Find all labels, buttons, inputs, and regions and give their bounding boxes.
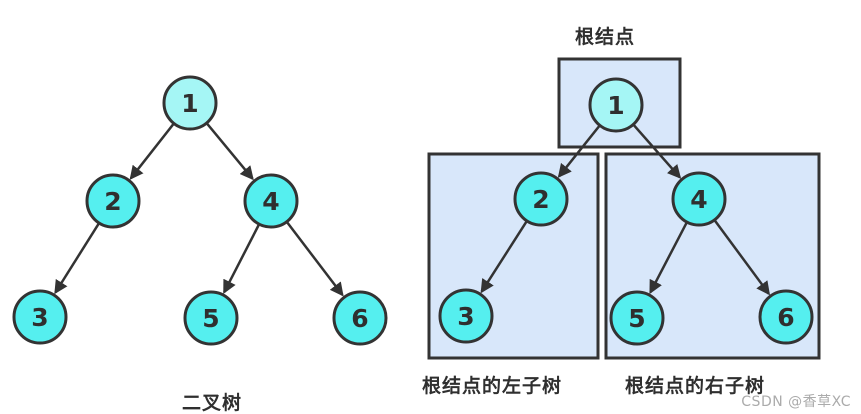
- right-node-5-circle: [609, 290, 665, 346]
- right-node-5-value: 5: [628, 304, 645, 333]
- right-edge-4-6: [713, 219, 771, 296]
- left-tree-edges: [54, 123, 344, 297]
- right-node-6-value: 6: [777, 303, 794, 332]
- right-node-2-value: 2: [532, 185, 549, 214]
- right-node-3-circle: [438, 288, 494, 344]
- right-edge-1-4: [632, 124, 682, 179]
- right-node-1-value: 1: [607, 91, 624, 120]
- left-edge-4-6: [286, 221, 344, 297]
- right-edge-2-3: [480, 221, 528, 294]
- root-node-label: 根结点: [574, 26, 636, 48]
- left-node-4-circle: [243, 173, 299, 229]
- left-node-6-circle: [332, 290, 388, 346]
- left-node-6-value: 6: [351, 304, 368, 333]
- right-node-6-circle: [758, 289, 814, 345]
- csdn-watermark: CSDN @香草XC: [741, 394, 851, 410]
- left-node-1-circle: [162, 75, 218, 131]
- left-edge-1-4: [206, 123, 254, 181]
- left-subtree-label: 根结点的左子树: [421, 375, 563, 397]
- left-tree-nodes: 1 2 4 3 5 6: [12, 75, 388, 346]
- right-node-4-value: 4: [690, 185, 707, 214]
- left-node-4-value: 4: [262, 187, 279, 216]
- right-subtree-label: 根结点的右子树: [624, 375, 766, 397]
- right-node-1-circle: [588, 77, 644, 133]
- right-edge-4-5: [649, 222, 688, 295]
- left-tree-caption: 二叉树: [181, 392, 243, 414]
- left-node-3-value: 3: [31, 303, 48, 332]
- left-edge-4-5: [223, 224, 260, 295]
- left-node-1-value: 1: [181, 89, 198, 118]
- right-node-3-value: 3: [457, 302, 474, 331]
- left-node-5-value: 5: [202, 304, 219, 333]
- right-edge-1-2: [557, 125, 601, 178]
- left-edge-1-2: [129, 123, 175, 180]
- right-tree-edges: [480, 124, 771, 296]
- right-node-4-circle: [671, 171, 727, 227]
- left-node-5-circle: [183, 290, 239, 346]
- left-node-3-circle: [12, 289, 68, 345]
- right-node-2-circle: [513, 171, 569, 227]
- left-node-2-value: 2: [104, 187, 121, 216]
- left-node-2-circle: [85, 173, 141, 229]
- right-tree-nodes: 1 2 4 3 5 6: [438, 77, 814, 346]
- left-edge-2-3: [54, 223, 100, 295]
